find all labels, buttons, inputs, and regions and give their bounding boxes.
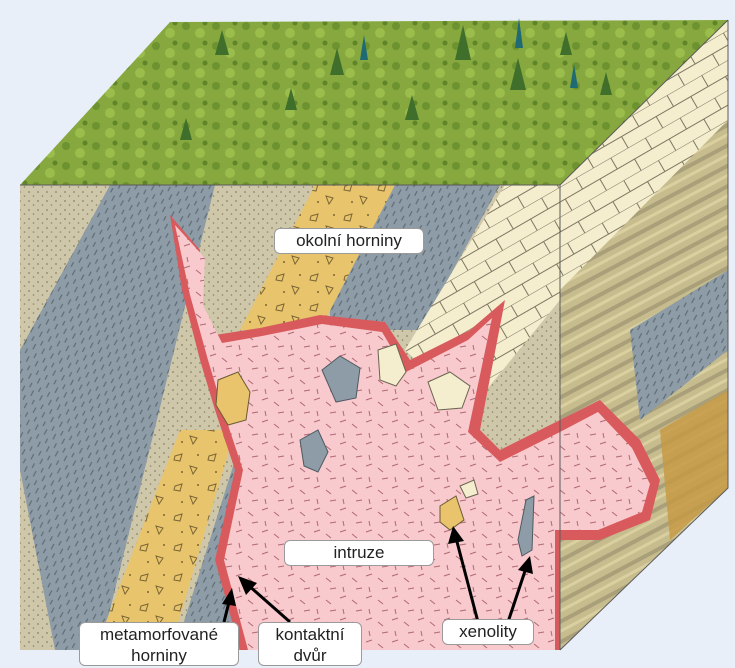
label-country-rock: okolní horniny [274, 228, 424, 254]
label-contact-aureole: kontaktní dvůr [258, 622, 362, 666]
label-metamorphic-rocks: metamorfované horniny [79, 622, 239, 666]
label-xenoliths: xenolity [442, 619, 534, 645]
label-intrusion: intruze [284, 540, 434, 566]
